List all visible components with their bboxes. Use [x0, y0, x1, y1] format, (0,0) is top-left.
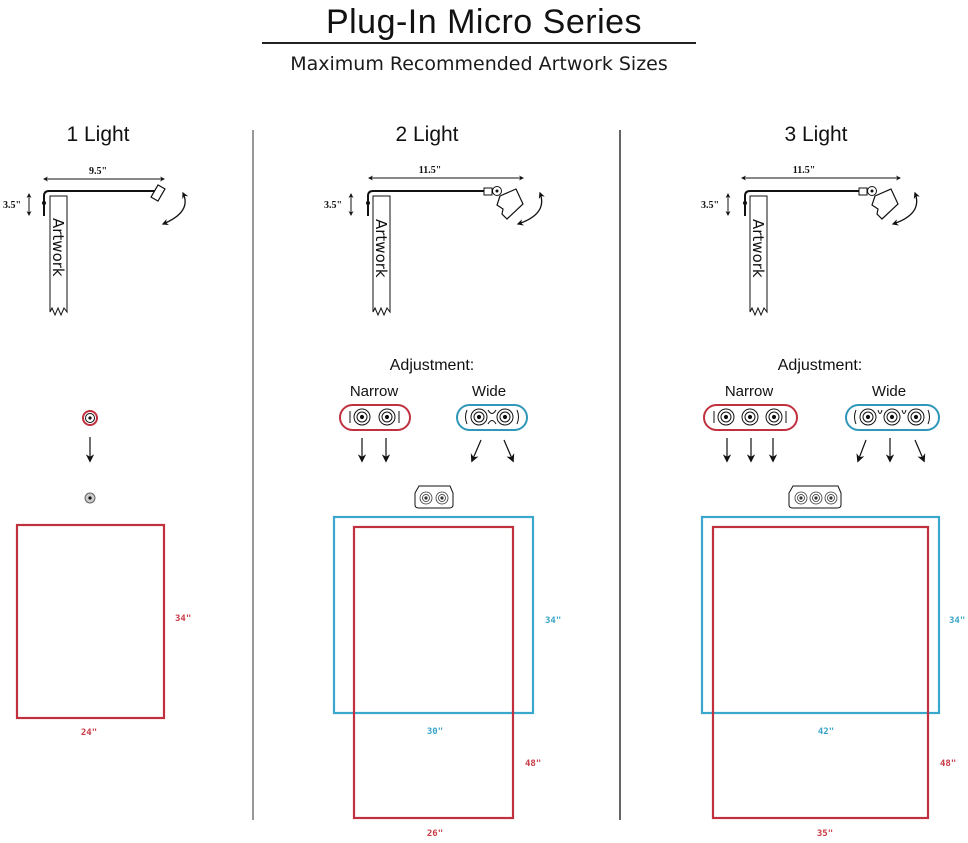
narrow-width-label: 35": [817, 829, 833, 839]
wide-beam-arrows: [856, 438, 926, 463]
side-view-1-light: 9.5" 3.5" Artwork: [3, 166, 189, 317]
wide-artwork-area: [700, 515, 941, 715]
adjustment-heading: Adjustment:: [390, 357, 474, 374]
wide-label: Wide: [472, 383, 506, 400]
narrow-artwork-area: [352, 525, 515, 820]
artwork-panel: [49, 195, 68, 317]
rotation-arrow-icon: [516, 191, 545, 226]
narrow-label: Narrow: [725, 383, 774, 400]
column-title-2-light: 2 Light: [395, 123, 458, 146]
narrow-width-label: 24": [81, 728, 97, 738]
narrow-height-label: 34": [175, 614, 191, 624]
arm-height-label: 3.5": [701, 200, 719, 211]
wide-width-label: 42": [818, 727, 834, 737]
narrow-height-label: 48": [940, 759, 956, 769]
rotation-arrow-icon: [161, 191, 189, 226]
light-arm: [744, 190, 860, 216]
artwork-label: Artwork: [372, 219, 390, 278]
column-title-3-light: 3 Light: [784, 123, 847, 146]
light-arm: [367, 190, 485, 216]
arm-length-label: 9.5": [89, 166, 107, 177]
wide-height-label: 34": [545, 616, 561, 626]
narrow-head-2-light: [339, 404, 411, 431]
artwork-label: Artwork: [49, 218, 67, 277]
wide-label: Wide: [872, 383, 906, 400]
side-view-2-light: 11.5" 3.5" Artwork: [324, 165, 545, 317]
adjustment-heading: Adjustment:: [778, 357, 862, 374]
wide-head-2-light: [456, 404, 528, 431]
light-head-front-icon: [788, 485, 842, 509]
narrow-artwork-area: [15, 523, 166, 720]
page-title: Plug-In Micro Series: [325, 3, 643, 41]
arm-length-label: 11.5": [419, 165, 442, 176]
light-head: [150, 184, 166, 202]
wide-artwork-area: [332, 515, 535, 715]
narrow-width-label: 26": [427, 829, 443, 839]
rotation-arrow-icon: [891, 191, 920, 226]
page-subtitle: Maximum Recommended Artwork Sizes: [290, 53, 668, 75]
artwork-panel: [372, 195, 391, 317]
light-head: [496, 188, 524, 220]
arm-length-label: 11.5": [793, 165, 816, 176]
artwork-label: Artwork: [749, 219, 767, 278]
title-underline: [262, 42, 696, 44]
narrow-beam-arrows: [357, 438, 391, 463]
wide-beam-arrows: [470, 439, 515, 463]
single-light-beam: [82, 410, 98, 504]
artwork-panel: [749, 195, 768, 317]
narrow-beam-arrows: [722, 438, 778, 463]
side-view-3-light: 11.5" 3.5" Artwork: [701, 165, 920, 317]
narrow-artwork-area: [711, 525, 930, 820]
narrow-label: Narrow: [350, 383, 399, 400]
arm-height-label: 3.5": [3, 200, 21, 211]
wide-head-3-light: [845, 404, 940, 431]
narrow-height-label: 48": [525, 759, 541, 769]
light-head: [871, 188, 899, 220]
light-head-front-icon: [414, 485, 454, 509]
wide-width-label: 30": [427, 727, 443, 737]
wide-height-label: 34": [949, 616, 965, 626]
arm-height-label: 3.5": [324, 200, 342, 211]
column-title-1-light: 1 Light: [66, 123, 129, 146]
light-arm: [43, 190, 158, 216]
narrow-head-3-light: [703, 404, 798, 431]
